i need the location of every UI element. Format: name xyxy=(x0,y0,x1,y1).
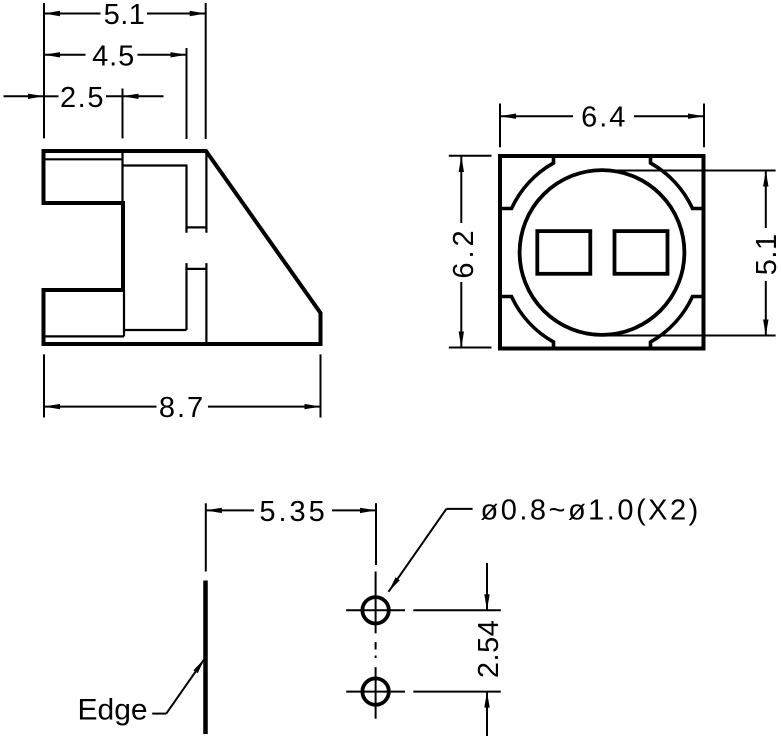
svg-text:5.1: 5.1 xyxy=(104,0,146,31)
svg-text:Edge: Edge xyxy=(78,694,148,727)
svg-text:6.2: 6.2 xyxy=(448,226,480,278)
svg-text:4.5: 4.5 xyxy=(92,40,135,72)
svg-text:2.5: 2.5 xyxy=(60,82,105,114)
svg-text:ø0.8~ø1.0(X2): ø0.8~ø1.0(X2) xyxy=(481,495,701,527)
svg-text:5.35: 5.35 xyxy=(259,496,327,528)
svg-text:5.1: 5.1 xyxy=(751,233,781,275)
svg-text:6.4: 6.4 xyxy=(581,102,627,134)
svg-text:8.7: 8.7 xyxy=(159,392,205,424)
svg-text:2.54: 2.54 xyxy=(473,620,505,678)
